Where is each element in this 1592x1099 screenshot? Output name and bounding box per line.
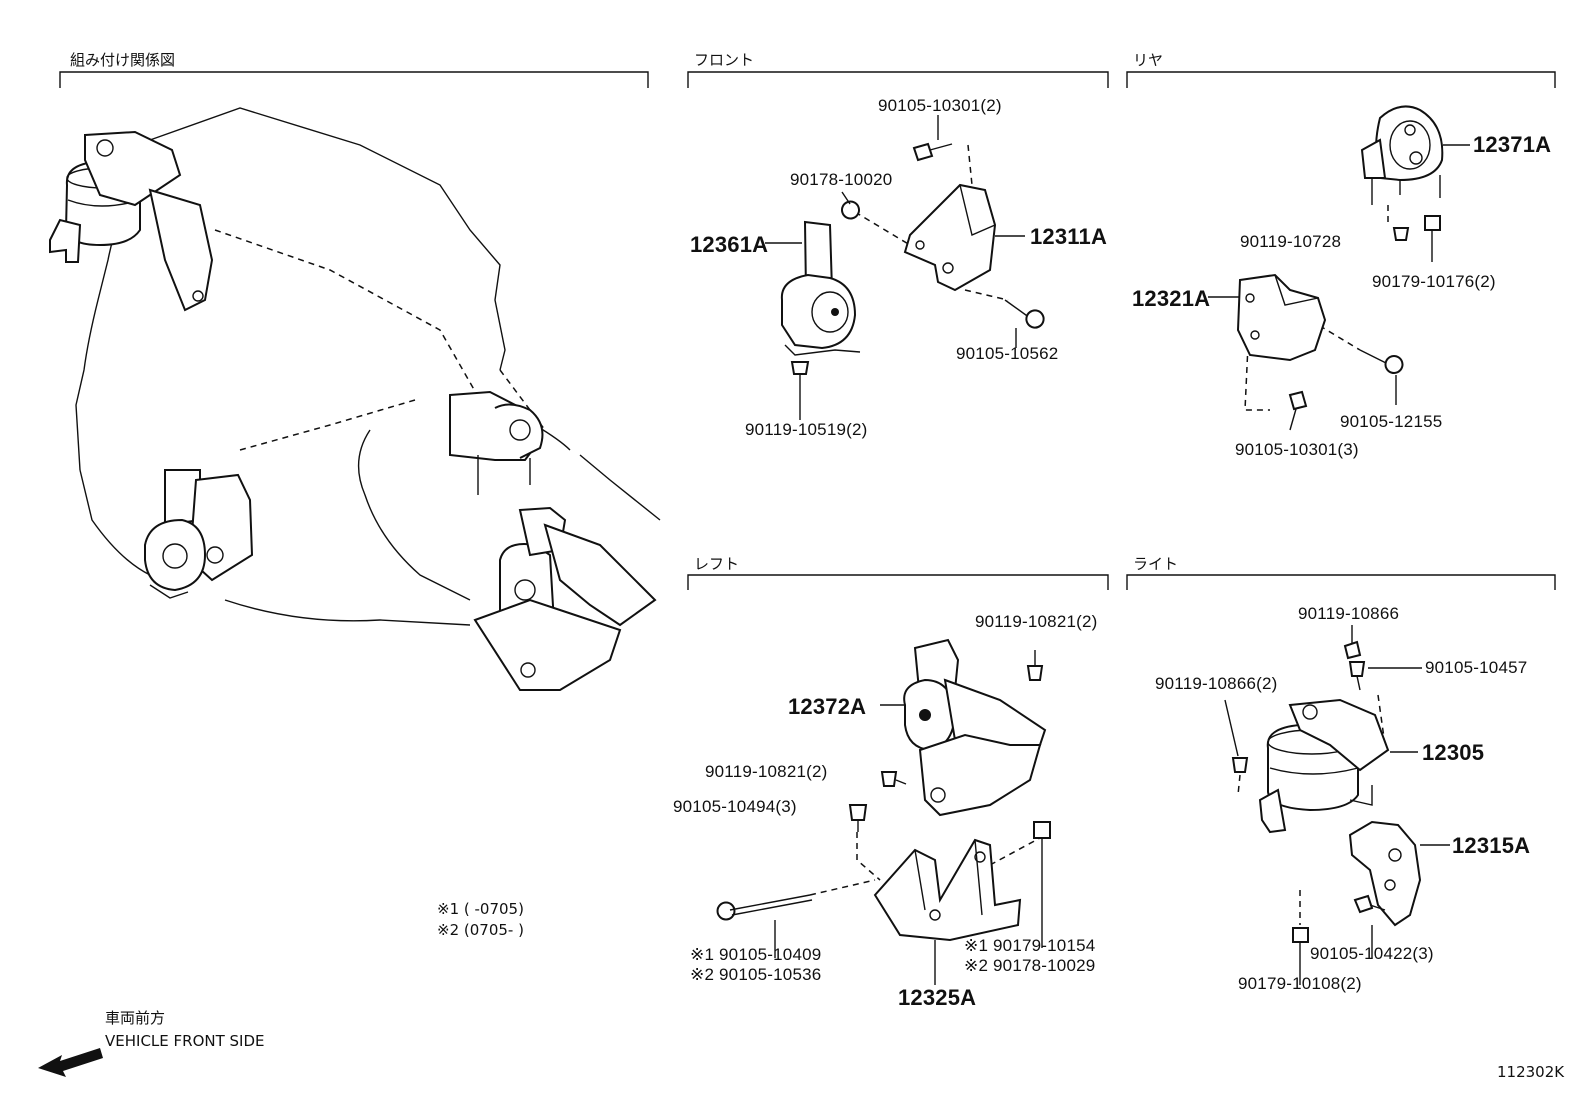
part-label-rear-small-bolt: 90105-10301(3) bbox=[1235, 440, 1359, 459]
part-label-front-bolt: 90105-10301(2) bbox=[878, 96, 1002, 115]
section-title-assembly: 組み付け関係図 bbox=[70, 51, 176, 69]
note-period-2: ※2 (0705- ) bbox=[437, 921, 524, 939]
left-parts-art bbox=[716, 638, 1051, 985]
part-label-left-long-bolt-2: ※2 90105-10536 bbox=[690, 965, 822, 984]
part-label-rear-mount: 12371A bbox=[1473, 132, 1552, 157]
part-label-left-nut-2: ※2 90178-10029 bbox=[964, 956, 1096, 975]
part-label-left-bracket-bolt: 90105-10494(3) bbox=[673, 797, 797, 816]
overview-left-mount bbox=[144, 469, 254, 599]
part-label-left-bracket: 12325A bbox=[898, 985, 977, 1010]
part-label-rear-bolt: 90119-10728 bbox=[1240, 232, 1342, 251]
part-label-front-bracket: 12311A bbox=[1030, 224, 1108, 249]
part-label-left-long-bolt-1: ※1 90105-10409 bbox=[690, 945, 822, 964]
part-label-front-small-bolt: 90119-10519(2) bbox=[745, 420, 868, 439]
section-brackets bbox=[59, 71, 1556, 590]
vehicle-front-label-jp: 車両前方 bbox=[105, 1009, 166, 1027]
part-label-left-nut-1: ※1 90179-10154 bbox=[964, 936, 1096, 955]
part-label-right-mount: 12305 bbox=[1422, 740, 1485, 765]
overview-right-mount bbox=[49, 130, 214, 312]
section-title-front: フロント bbox=[694, 51, 755, 69]
front-parts-art bbox=[765, 115, 1045, 420]
part-label-front-nut: 90178-10020 bbox=[790, 170, 893, 189]
part-label-front-long-bolt: 90105-10562 bbox=[956, 344, 1059, 363]
part-label-rear-bracket: 12321A bbox=[1132, 286, 1211, 311]
part-label-left-side-bolt: 90119-10821(2) bbox=[705, 762, 828, 781]
part-label-right-top-bolt: 90119-10866 bbox=[1298, 604, 1400, 623]
part-label-left-top-bolt: 90119-10821(2) bbox=[975, 612, 1098, 631]
section-title-right: ライト bbox=[1133, 555, 1179, 573]
vehicle-front-label-en: VEHICLE FRONT SIDE bbox=[105, 1032, 265, 1050]
part-label-rear-nut: 90179-10176(2) bbox=[1372, 272, 1496, 291]
overview-rear-mount bbox=[449, 390, 544, 495]
overview-trans-mount bbox=[473, 506, 657, 691]
note-period-1: ※1 ( -0705) bbox=[437, 900, 524, 918]
part-label-left-mount: 12372A bbox=[788, 694, 867, 719]
rear-parts-art bbox=[1208, 105, 1470, 431]
section-title-left: レフト bbox=[694, 555, 740, 573]
part-label-right-small-bolt: 90119-10866(2) bbox=[1155, 674, 1278, 693]
front-direction-arrow-icon bbox=[38, 1048, 103, 1077]
part-label-rear-long-bolt: 90105-12155 bbox=[1340, 412, 1443, 431]
right-parts-art bbox=[1224, 625, 1450, 985]
part-label-right-bracket-bolt: 90105-10422(3) bbox=[1310, 944, 1434, 963]
part-label-right-bracket: 12315A bbox=[1452, 833, 1531, 858]
part-label-front-mount: 12361A bbox=[690, 232, 769, 257]
part-label-right-nut: 90179-10108(2) bbox=[1238, 974, 1362, 993]
figure-id: 112302K bbox=[1497, 1063, 1565, 1081]
part-label-right-side-bolt: 90105-10457 bbox=[1425, 658, 1528, 677]
section-title-rear: リヤ bbox=[1133, 51, 1164, 69]
